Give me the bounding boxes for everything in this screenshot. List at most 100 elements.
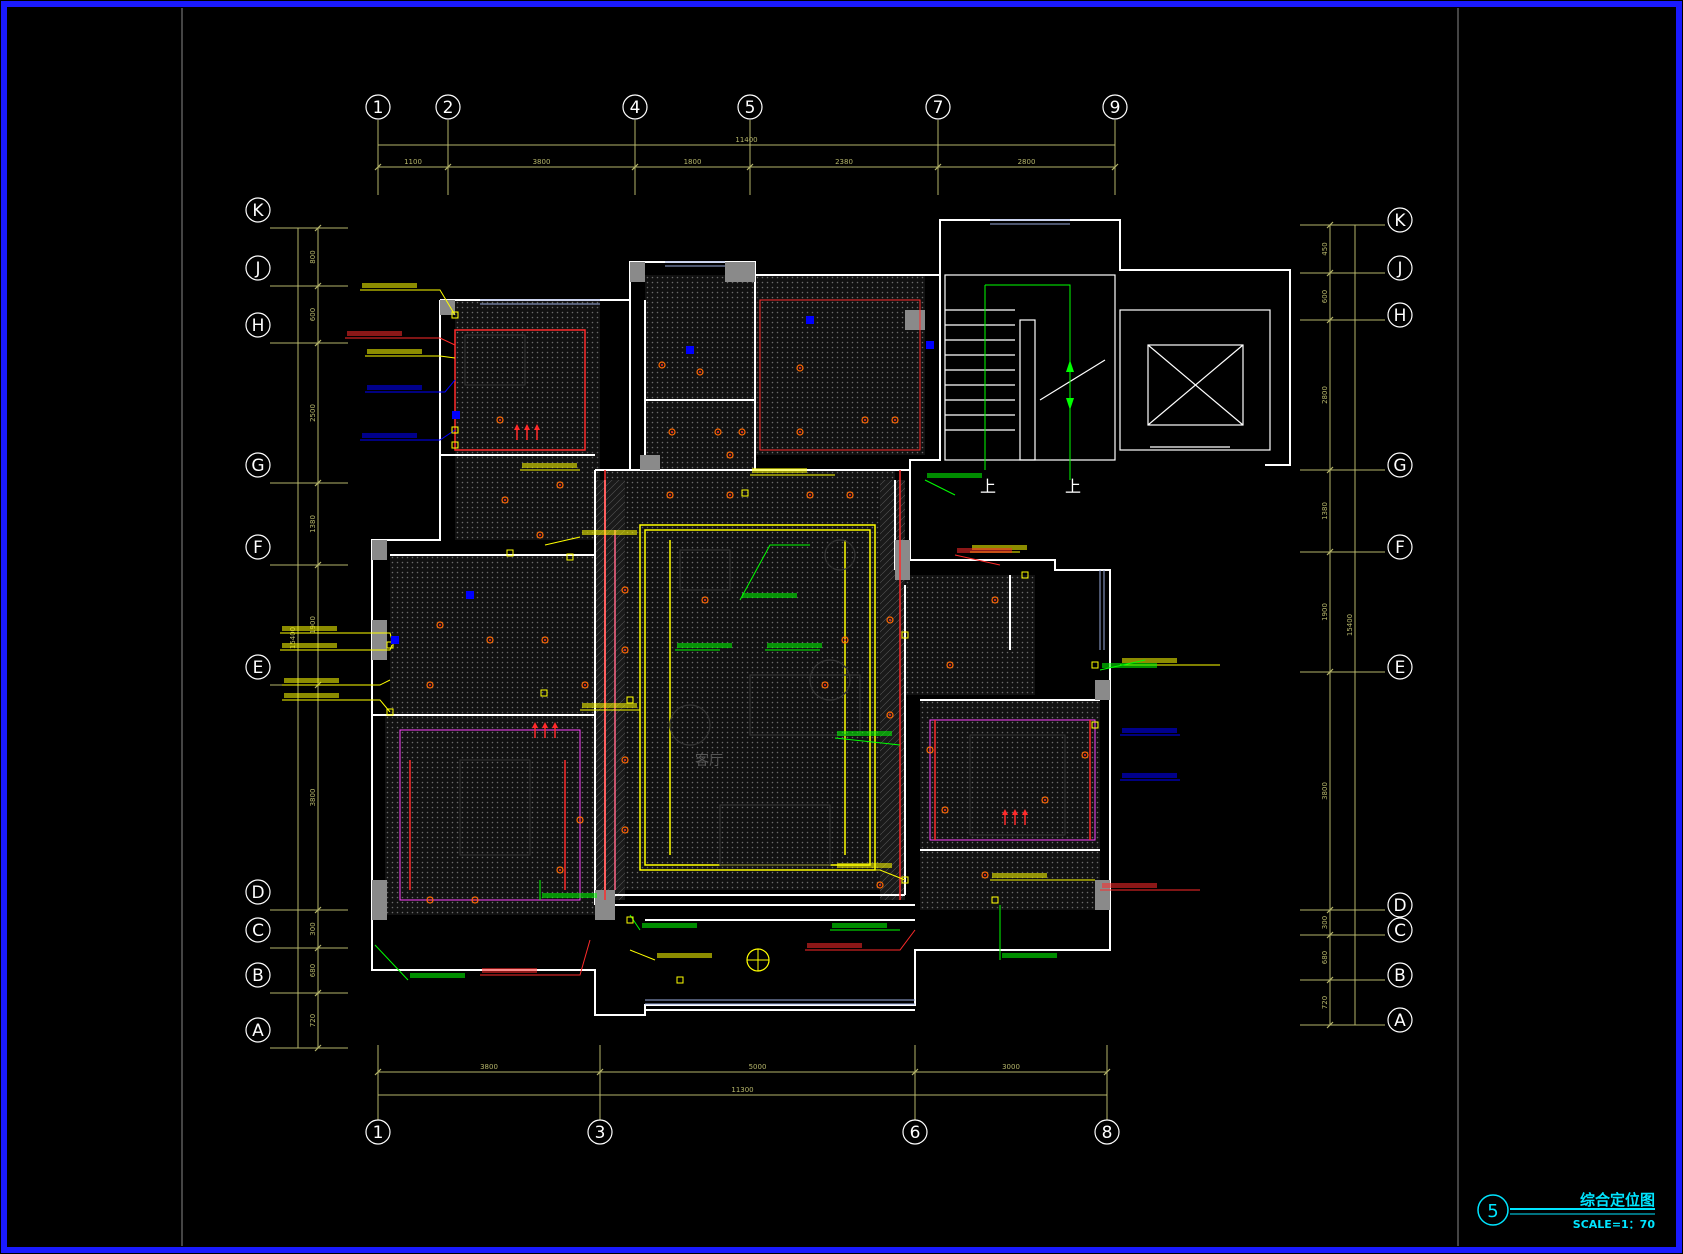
dim-bottom-total: 11300 [731,1086,753,1094]
light-fixture-37 [701,596,709,604]
light-fixture-17 [886,711,894,719]
axis-bubble-bottom-8-label: 8 [1102,1123,1113,1143]
vent-arrows-1 [532,722,558,738]
title-text: 综合定位图 [1580,1191,1655,1209]
axis-bubble-right-F-label: F [1395,538,1405,558]
axis-bubble-left-J-label: J [254,259,260,279]
light-fixture-42 [876,881,884,889]
light-fixture-26 [541,636,549,644]
annotation-text-block-19 [1102,883,1157,888]
axis-bubble-left-K-label: K [252,201,264,221]
dim-right-seg-5: 3800 [1321,782,1329,800]
annotation-marker-1 [451,426,459,434]
duct-marker-1 [391,636,399,644]
axis-bubble-right-H-label: H [1394,306,1407,326]
dim-top-seg-4: 2800 [1018,158,1036,166]
annotation-marker-15 [506,549,514,557]
axis-bubble-right-G: G [1387,452,1413,478]
light-fixture-12 [536,531,544,539]
stairwell [944,274,1116,461]
axis-bubble-bottom-6-label: 6 [910,1123,921,1143]
axis-bubble-left-D: D [245,879,271,905]
annotation-text-block-4 [362,433,417,438]
axis-bubble-bottom-8: 8 [1094,1119,1120,1145]
light-fixture-14 [621,756,629,764]
light-fixture-22 [621,646,629,654]
annotation-text-block-18 [1122,773,1177,778]
annotation-text-block-15 [1122,658,1177,663]
annotation-text-block-10 [837,731,892,736]
axis-bubble-left-E: E [245,654,271,680]
axis-bubble-left-D-label: D [251,883,264,903]
dim-right-seg-0: 450 [1321,242,1329,255]
annotation-marker-12 [1091,721,1099,729]
light-fixture-27 [471,896,479,904]
dim-left-seg-4: 1900 [309,616,317,634]
axis-bubble-top-5-label: 5 [745,98,756,118]
ceiling-outlines [399,299,1096,901]
dim-bottom-seg-2: 3000 [1002,1063,1020,1071]
light-fixture-3 [696,368,704,376]
annotation-leader-7 [282,679,391,686]
dim-right-seg-7: 680 [1321,951,1329,964]
dim-bottom-seg-1: 5000 [749,1063,767,1071]
dim-left-seg-6: 300 [309,922,317,935]
duct-marker-0 [452,411,460,419]
axis-bubble-top-2-label: 2 [443,98,454,118]
light-fixture-19 [726,491,734,499]
axis-bubble-top-1-label: 1 [373,98,384,118]
axis-bubble-right-G-label: G [1393,456,1406,476]
duct-marker-3 [806,316,814,324]
annotation-text-block-22 [410,973,465,978]
annotation-text-block-3 [367,385,422,390]
annotation-marker-5 [386,641,394,649]
dim-right-seg-8: 720 [1321,996,1329,1009]
axis-bubble-left-J: J [245,255,271,281]
living-room-label: 客厅 [695,752,723,769]
annotation-text-block-5 [282,626,337,631]
annotation-marker-9 [901,631,909,639]
living-furniture [669,539,861,866]
annotation-leader-3 [365,379,456,393]
light-fixture-18 [806,491,814,499]
light-fixture-36 [581,681,589,689]
light-fixture-24 [486,636,494,644]
axis-bubble-right-B: B [1387,962,1413,988]
axis-bubble-right-E: E [1387,654,1413,680]
annotation-leader-33 [544,536,581,546]
annotation-leader-10 [834,737,901,746]
annotation-marker-8 [901,876,909,884]
annotation-text-block-1 [347,331,402,336]
axis-bubble-top-4: 4 [622,94,648,120]
axis-bubble-top-5: 5 [737,94,763,120]
light-fixture-32 [981,871,989,879]
annotation-text-block-24 [642,923,697,928]
light-fixture-5 [796,364,804,372]
annotation-marker-17 [626,916,634,924]
dim-left-seg-1: 600 [309,308,317,321]
axis-bubble-left-C-label: C [252,921,264,941]
axis-bubble-right-C-label: C [1394,921,1406,941]
axis-bubble-left-F-label: F [253,538,263,558]
annotation-marker-2 [451,441,459,449]
light-fixture-1 [714,428,722,436]
vent-arrows-2 [1002,809,1028,825]
light-fixture-7 [796,428,804,436]
light-fixture-25 [426,681,434,689]
dim-right-seg-4: 1900 [1321,603,1329,621]
dim-left-seg-2: 2500 [309,404,317,422]
annotation-marker-16 [676,976,684,984]
axis-bubble-left-H: H [245,312,271,338]
dim-left-seg-5: 3800 [309,789,317,807]
light-fixture-8 [891,416,899,424]
title-scale: SCALE=1：70 [1573,1218,1656,1231]
axis-bubble-left-E-label: E [253,658,264,678]
axis-bubble-right-F: F [1387,534,1413,560]
duct-marker-2 [466,591,474,599]
stair-up-label-right: 上 [1065,477,1081,496]
dim-right-total: 15400 [1346,614,1354,636]
light-fixture-39 [821,681,829,689]
annotation-leader-22 [374,944,409,981]
